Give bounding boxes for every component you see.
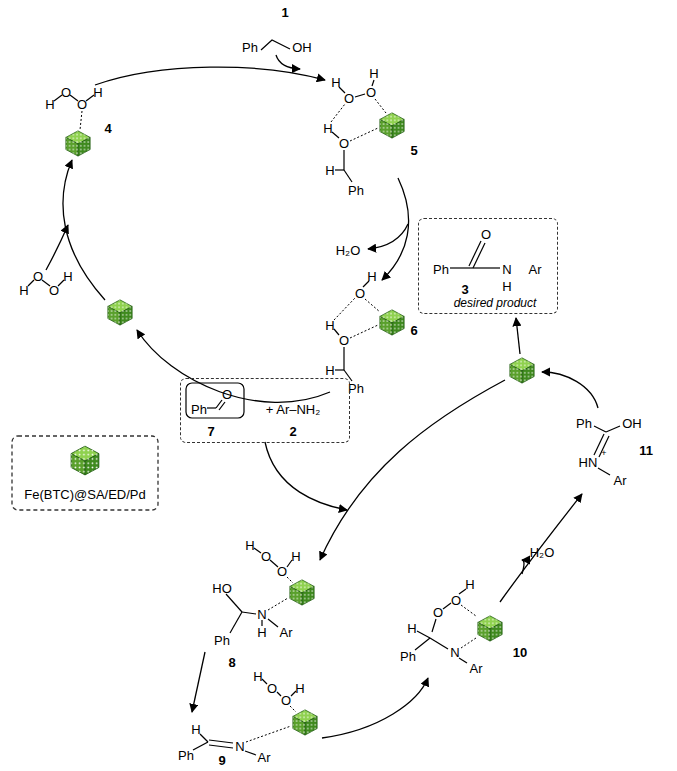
atom-label: Ph [400,650,416,663]
compound-number: 1 [281,6,288,19]
bonds [28,40,620,755]
atom-label: N [235,740,244,753]
atom-label: Ar [614,474,627,487]
atom-label: O [451,594,461,607]
atom-label: H [367,270,376,283]
atom-label: Ph [191,403,207,416]
dashed-box: Ph O NH Ar 3desired product [418,218,558,314]
atom-label: N [257,608,266,621]
atom-label: H [407,622,416,635]
atom-label: O [481,228,491,241]
atom-label: Ar [470,662,483,675]
dashed-box: Ph O 7 + Ar–NH₂ 2 [180,378,350,443]
atom-label: HN [579,456,598,469]
atom-label: H [369,67,378,80]
atom-label: H [45,98,54,111]
compound-number: 11 [639,444,653,457]
atom-label: H [502,280,511,293]
atom-label: H [295,682,304,695]
atom-label: O [366,86,376,99]
compound-number: 8 [228,656,235,669]
atom-label: H [191,723,200,736]
atom-label: Ph [348,184,364,197]
atom-label: OH [292,41,312,54]
atom-label: O [267,682,277,695]
atom-label: H [325,319,334,332]
compound-number: 2 [289,425,296,438]
atom-label: O [355,287,365,300]
atom-label: + [601,449,606,458]
compound-number: 7 [207,425,214,438]
atom-label: HO [212,582,232,595]
compound-number: 4 [104,122,111,135]
coordination-lines [80,99,476,742]
atom-label: H [257,626,266,639]
legend-box [12,436,158,510]
atom-label: O [61,86,71,99]
atom-label: H [331,76,340,89]
atom-label: Ph [576,417,592,430]
atom-label: O [222,388,232,401]
atom-label: Ph [433,263,449,276]
compound-number: 3 [461,283,468,296]
atom-label: Ar [280,626,293,639]
atom-label: H [325,364,334,377]
atom-label: Ph [242,41,258,54]
atom-label: O [77,98,87,111]
catalyst-cubes [66,113,534,735]
atom-label: O [344,92,354,105]
atom-label: O [433,606,443,619]
atom-label: H₂O [336,244,361,257]
atom-label: + Ar–NH₂ [266,403,321,416]
cycle-arrows [46,55,598,738]
atom-label: H [19,284,28,297]
compound-number: 10 [513,646,527,659]
atom-label: Ar [529,263,542,276]
atom-label: H [245,539,254,552]
atom-label: O [339,334,349,347]
highlight-box [186,383,244,418]
atom-label: H [465,578,474,591]
compound-number: 9 [218,754,225,767]
atom-label: O [261,550,271,563]
atom-label: Ar [258,751,271,764]
atom-label: H [291,550,300,563]
compound-number: 6 [410,324,417,337]
atom-label: H [63,270,72,283]
atom-label: OH [622,417,642,430]
atom-label: Ph [214,634,230,647]
atom-label: O [49,284,59,297]
atom-label: O [281,694,291,707]
atom-label: N [502,263,511,276]
atom-label: O [277,565,287,578]
atom-label: Ph [348,382,364,395]
atom-label: H [323,122,332,135]
atom-label: H [253,670,262,683]
atom-label: O [33,270,43,283]
compound-number: 5 [410,144,417,157]
atom-label: Ph [178,749,194,762]
atom-label: H₂O [530,546,555,559]
legend-text: Fe(BTC)@SA/ED/Pd [24,488,146,501]
atom-label: H [93,86,102,99]
note-text: desired product [454,297,537,309]
atom-label: N [450,646,459,659]
atom-label: O [339,137,349,150]
atom-label: H [325,164,334,177]
